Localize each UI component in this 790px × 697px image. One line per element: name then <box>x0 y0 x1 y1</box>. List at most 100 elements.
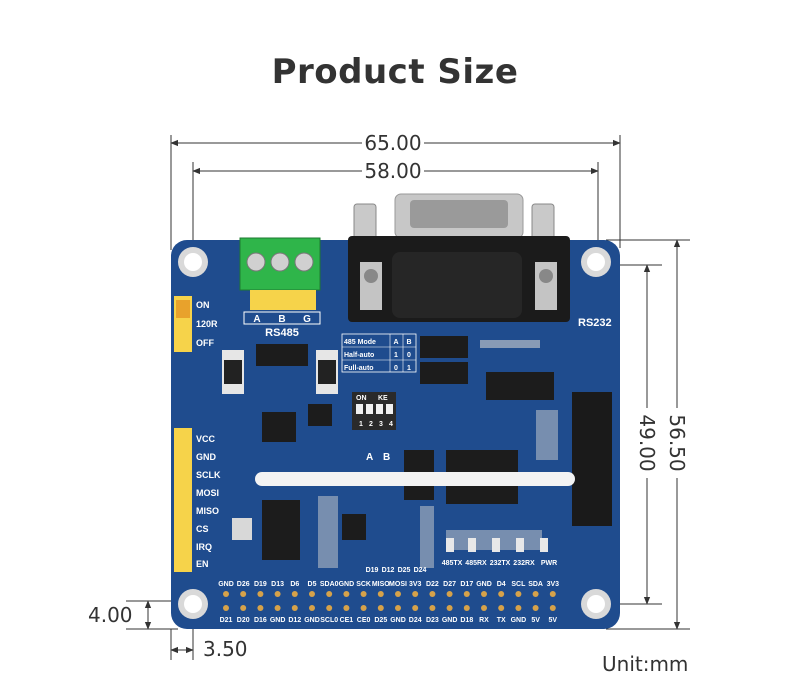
pin-label: SCL <box>511 581 526 588</box>
pin-label: D5 <box>308 581 317 588</box>
dip-label-a: A <box>366 452 373 463</box>
mode-table <box>341 333 417 373</box>
gpio-pin-hole <box>549 605 556 611</box>
rs485-terminal <box>239 237 321 310</box>
mode-table-row2-name: Full-auto <box>344 365 374 372</box>
gpio-pin-hole <box>377 591 384 597</box>
pin-label: CE0 <box>357 617 371 624</box>
pin-label: CE1 <box>340 617 354 624</box>
pin-label: RX <box>479 617 489 624</box>
pin-label: GND <box>476 581 492 588</box>
db9-connector <box>348 193 570 322</box>
pin-label: D21 <box>220 617 233 624</box>
gpio-pin-hole <box>326 605 333 611</box>
spi-label-sclk: SCLK <box>196 470 221 480</box>
pin-label: D4 <box>497 581 506 588</box>
gpio-pin-hole <box>395 605 401 611</box>
pin-label: MOSI <box>389 581 407 588</box>
pcb-board: RS232 A B G RS485 ON 120R OFF 4 <box>171 193 620 629</box>
pin-label: GND <box>270 617 286 624</box>
pin-label: D20 <box>237 617 250 624</box>
pin-label: SCL0 <box>320 617 338 624</box>
mode-table-row2-a: 0 <box>394 365 398 372</box>
pin-label: D27 <box>443 581 456 588</box>
gpio-pin-hole <box>446 605 453 611</box>
pin-label: 3V3 <box>547 581 560 588</box>
dim-hole-offset-x: 3.50 <box>203 637 248 661</box>
gpio-label-d25: D25 <box>398 567 411 574</box>
gpio-pin-hole <box>257 591 264 597</box>
gpio-pin-hole <box>429 605 436 611</box>
gpio-pin-hole <box>481 605 487 611</box>
termination-jumper <box>174 296 192 352</box>
rs485-label: RS485 <box>265 327 299 339</box>
pin-label: D22 <box>426 581 439 588</box>
mode-table-header-b: B <box>406 339 411 346</box>
spi-label-en: EN <box>196 559 209 569</box>
pin-label: D18 <box>460 617 473 624</box>
rs232-label: RS232 <box>578 317 612 329</box>
jumper-label-120r: 120R <box>196 319 218 329</box>
gpio-pin-hole <box>429 591 436 597</box>
gpio-pin-hole <box>515 591 522 597</box>
pin-label: GND <box>442 617 458 624</box>
rs485-terminal-a: A <box>253 314 260 325</box>
spi-label-cs: CS <box>196 524 209 534</box>
gpio-pin-hole <box>326 591 333 597</box>
pin-label: D26 <box>237 581 250 588</box>
led-label-232rx: 232RX <box>513 560 535 567</box>
gpio-pin-hole <box>360 591 367 597</box>
gpio-pin-hole <box>498 605 505 611</box>
mode-table-row2-b: 1 <box>407 365 411 372</box>
dim-hole-spacing-x: 58.00 <box>364 159 421 183</box>
pin-label: GND <box>390 617 406 624</box>
mode-table-row1-b: 0 <box>407 352 411 359</box>
gpio-pin-hole <box>240 591 247 597</box>
gpio-pin-hole <box>395 591 401 597</box>
pin-label: 3V3 <box>409 581 422 588</box>
gpio-pin-hole <box>498 591 505 597</box>
gpio-pin-hole <box>223 605 229 611</box>
dimension-lines <box>126 135 690 660</box>
gpio-pin-hole <box>515 605 522 611</box>
spi-label-mosi: MOSI <box>196 488 219 498</box>
gpio-pin-hole <box>274 605 281 611</box>
pin-label: SDA <box>528 581 543 588</box>
unit-label: Unit:mm <box>602 652 689 676</box>
pin-label: D13 <box>271 581 284 588</box>
gpio-pin-hole <box>446 591 453 597</box>
gpio-pin-hole <box>343 591 350 597</box>
gpio-label-d12: D12 <box>382 567 395 574</box>
gpio-pin-hole <box>343 605 350 611</box>
gpio-pin-hole <box>360 605 367 611</box>
pin-label: GND <box>339 581 355 588</box>
gpio-label-d24: D24 <box>414 567 427 574</box>
pin-label: 5V <box>531 617 540 624</box>
dim-hole-offset-y: 4.00 <box>88 603 133 627</box>
gpio-pin-hole <box>481 591 487 597</box>
rs485-terminal-b: B <box>278 314 285 325</box>
components <box>222 336 612 568</box>
pin-label: D25 <box>374 617 387 624</box>
rs485-terminal-g: G <box>303 314 311 325</box>
gpio-pin-hole <box>532 591 539 597</box>
pin-label: D12 <box>288 617 301 624</box>
gpio-pin-hole <box>240 605 247 611</box>
jumper-label-off: OFF <box>196 338 214 348</box>
led-label-pwr: PWR <box>541 560 557 567</box>
dip-label-on: ON <box>356 395 367 402</box>
pin-label: TX <box>497 617 506 624</box>
mode-table-header: 485 Mode <box>344 339 376 346</box>
dip-num-3: 3 <box>379 421 383 428</box>
gpio-pin-hole <box>377 605 384 611</box>
pin-label: GND <box>218 581 234 588</box>
pin-label: D24 <box>409 617 422 624</box>
pin-label: 5V <box>549 617 558 624</box>
pin-label: D23 <box>426 617 439 624</box>
dip-num-2: 2 <box>369 421 373 428</box>
pin-label: MISO <box>372 581 390 588</box>
pin-label: SDA0 <box>320 581 339 588</box>
